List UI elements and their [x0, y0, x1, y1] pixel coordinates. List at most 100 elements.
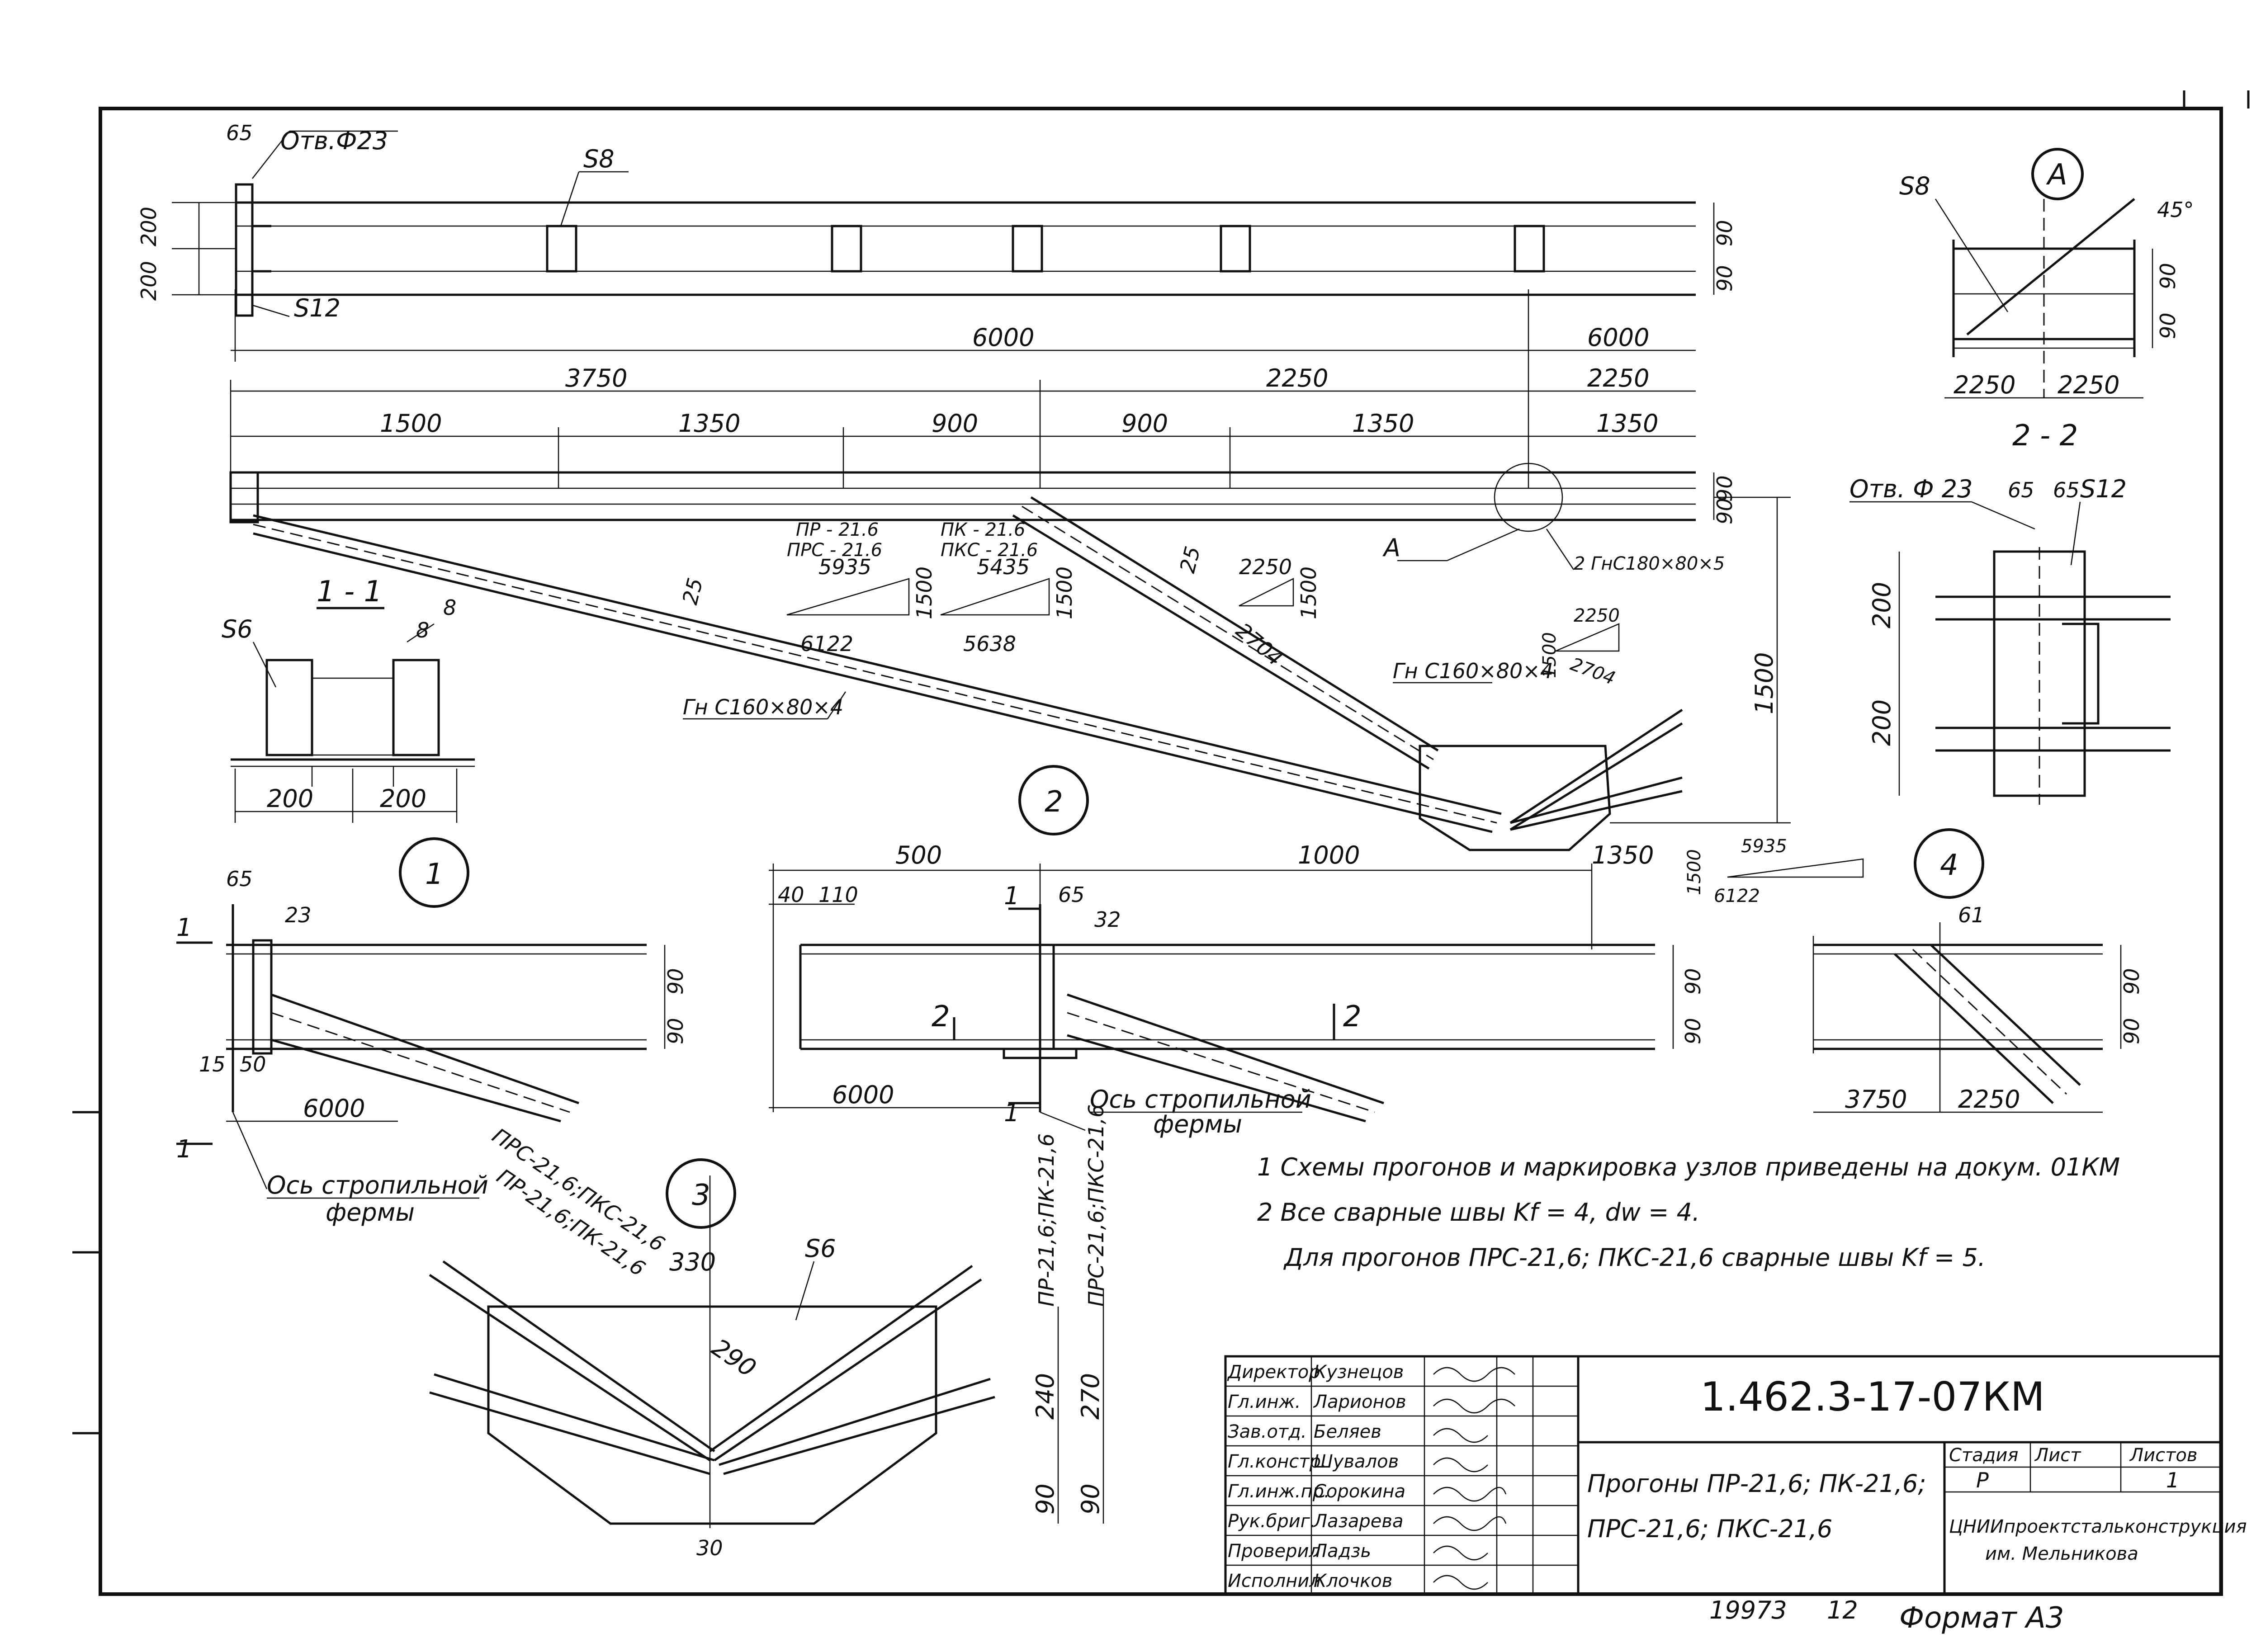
detail-a-angle: 45°	[2157, 198, 2194, 222]
signatures	[1433, 1367, 1515, 1590]
node-2-cut-1: 1	[1004, 882, 1019, 910]
staff-name-3: Шувалов	[1314, 1451, 1399, 1472]
top-stiffener-label: S8	[583, 145, 615, 173]
svg-text:1500: 1500	[1539, 632, 1560, 678]
node-1-cut-label: 1	[176, 913, 192, 942]
elev-dim-1500: 1500	[380, 409, 442, 438]
node-1-dim-23: 23	[285, 903, 312, 927]
staff-name-2: Беляев	[1314, 1421, 1381, 1442]
node-3-dim-90-b: 90	[1076, 1483, 1105, 1515]
node-2-dim-90-b: 90	[1681, 1018, 1705, 1044]
svg-text:1500: 1500	[1296, 566, 1321, 619]
node-3-dim-30: 30	[696, 1536, 723, 1560]
node-4-dim-3750: 3750	[1845, 1085, 1907, 1114]
elev-weld-25-b: 25	[1175, 544, 1205, 576]
elev-dim-2250-right: 2250	[1587, 364, 1649, 392]
node-2-dim-1000: 1000	[1298, 841, 1360, 869]
node-3-mark-d: ПРС-21,6;ПКС-21,6	[1084, 1104, 1108, 1307]
svg-text:5638: 5638	[963, 632, 1016, 656]
node-2-dim-90-a: 90	[1681, 968, 1705, 995]
staff-name-5: Лазарева	[1313, 1511, 1403, 1532]
section-1-1-plate: S6	[222, 615, 253, 643]
section-2-2-dim-65-b: 65	[2053, 478, 2080, 502]
elev-brace-profile-long: Гн С160×80×4	[683, 695, 843, 719]
detail-a-callout-circle	[1494, 463, 1563, 532]
elev-dim-1350-b: 1350	[1352, 409, 1414, 438]
svg-text:5435: 5435	[977, 555, 1030, 579]
staff-role-1: Гл.инж.	[1228, 1392, 1301, 1412]
staff-role-4: Гл.инж.пр.	[1228, 1481, 1330, 1502]
elev-dim-900-b: 900	[1121, 409, 1168, 438]
node-2-dim-40: 40	[778, 883, 804, 907]
node-3-dim-90-a: 90	[1031, 1483, 1060, 1515]
node-1-axis-label-2: фермы	[326, 1198, 415, 1227]
detail-a-circle	[2031, 148, 2084, 200]
note-1: 1 Схемы прогонов и маркировка узлов прив…	[1257, 1153, 2120, 1181]
node-1-cut-label-bottom: 1	[176, 1135, 192, 1163]
staff-name-4: Сорокина	[1314, 1481, 1405, 1502]
node-2-dim-6000: 6000	[832, 1081, 894, 1109]
staff-name-0: Кузнецов	[1314, 1362, 1404, 1383]
staff-role-5: Рук.бриг.	[1228, 1511, 1315, 1532]
elev-dim-90-b: 90	[1712, 498, 1737, 524]
node-2-cut-2-left: 2	[932, 1000, 950, 1034]
svg-text:5935: 5935	[1741, 836, 1787, 857]
node-callouts: 1 2 3 4	[399, 765, 1984, 1229]
node-1-axis-label-1: Ось стропильной	[267, 1171, 488, 1199]
slope-triangle-5: 5935 1500 6122	[1684, 836, 1864, 906]
section-1-1: 1 - 1 S6 8 8 200 200	[222, 575, 475, 823]
footer-inventory: 19973	[1709, 1596, 1787, 1624]
detail-a-plate: S8	[1899, 172, 1930, 200]
staff-role-6: Проверил	[1228, 1541, 1320, 1562]
org-line-1: ЦНИИпроектстальконструкция	[1949, 1516, 2247, 1537]
node-4-dim-90-a: 90	[2119, 968, 2144, 995]
sheet-header: Лист	[2034, 1445, 2081, 1466]
node-1-dim-90-a: 90	[663, 968, 688, 995]
section-1-1-dim-200-a: 200	[267, 784, 313, 813]
node-2-number: 2	[1045, 785, 1063, 819]
node-1-dim-90-b: 90	[663, 1018, 688, 1044]
document-code: 1.462.3-17-07КМ	[1700, 1374, 2045, 1420]
section-1-1-dim-200-b: 200	[380, 784, 426, 813]
top-dim-200-b: 200	[137, 261, 161, 301]
slope-triangle-1: 5935 1500 6122	[786, 555, 937, 656]
node-4-number: 4	[1940, 849, 1958, 882]
node-2-dim-1350: 1350	[1592, 841, 1654, 869]
staff-role-3: Гл.констр.	[1228, 1451, 1327, 1472]
section-2-2: 2 - 2 Отв. Ф 23 65 65 S12 200 200	[1849, 419, 2171, 805]
node-3-detail: S6 ПРС-21,6;ПКС-21,6 ПР-21,6;ПК-21,6 ПР-…	[429, 1104, 1108, 1560]
elev-chord-profile: 2 ГнС180×80×5	[1574, 553, 1725, 574]
node-4-dim-2250: 2250	[1958, 1085, 2020, 1114]
svg-text:2704: 2704	[1568, 654, 1618, 689]
detail-a-dim-2250-a: 2250	[1954, 371, 2015, 399]
section-1-1-weld-8: 8	[443, 595, 456, 620]
sheets-value: 1	[2166, 1468, 2179, 1492]
node-2-axis-label-2: фермы	[1153, 1110, 1242, 1138]
title-line-2: ПРС-21,6; ПКС-21,6	[1587, 1515, 1832, 1543]
node-3-plate: S6	[805, 1234, 836, 1263]
top-dim-6000-left: 6000	[972, 323, 1034, 352]
top-dim-90-a: 90	[1712, 220, 1737, 246]
staff-name-6: Ладзь	[1313, 1541, 1371, 1562]
node-3-mark-c: ПР-21,6;ПК-21,6	[1034, 1133, 1059, 1307]
footer-page: 12	[1827, 1596, 1858, 1624]
stage-header: Стадия	[1949, 1445, 2018, 1466]
top-plate-label: S12	[294, 294, 341, 322]
elev-mark-pk: ПК - 21.6	[941, 519, 1025, 540]
node-4-dim-90-b: 90	[2119, 1018, 2144, 1044]
staff-role-2: Зав.отд.	[1228, 1421, 1307, 1442]
org-line-2: им. Мельникова	[1985, 1543, 2138, 1564]
node-4-dim-61: 61	[1958, 903, 1985, 927]
node-1-detail: 1 1 65 23 90 90 15 50 6000 Ось стропильн…	[176, 867, 688, 1227]
section-1-1-title: 1 - 1	[317, 575, 382, 609]
node-1-dim-50: 50	[240, 1052, 266, 1076]
sheets-header: Листов	[2129, 1445, 2197, 1466]
slope-triangle-4: 2250 1500 2704	[1539, 605, 1620, 689]
node-2-detail: 500 1000 1350 40 110 1 1 65 32 2 2 90 90…	[769, 841, 1705, 1138]
slope-triangle-3: 2250 1500 2704	[1231, 555, 1321, 671]
svg-text:1500: 1500	[1684, 849, 1705, 895]
svg-text:2250: 2250	[1574, 605, 1620, 626]
elev-dim-1350-a: 1350	[678, 409, 740, 438]
title-line-1: Прогоны ПР-21,6; ПК-21,6;	[1587, 1469, 1926, 1498]
